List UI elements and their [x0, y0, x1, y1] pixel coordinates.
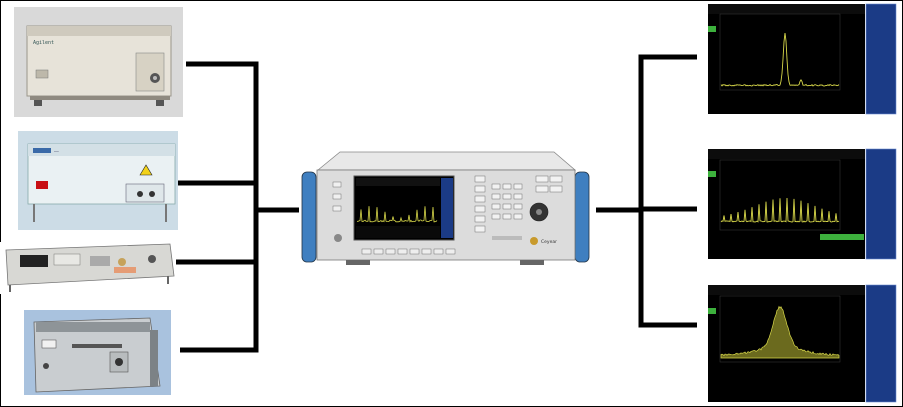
right-handle [575, 172, 589, 262]
source-instrument-1: Agilent [14, 7, 183, 117]
left-bus-outer [180, 64, 256, 350]
screen-1 [708, 4, 896, 114]
left-handle [302, 172, 316, 262]
analyzer-logo-icon [530, 237, 538, 245]
right-bus-lines [596, 57, 697, 325]
source-instrument-4 [24, 310, 171, 395]
analyzer-brand: Ceyear [541, 239, 557, 245]
left-bus-lines [175, 64, 299, 350]
screen-2 [708, 149, 896, 259]
spectrum-analyzer: Ceyear [302, 152, 589, 265]
source-instrument-3 [0, 242, 176, 294]
screen-3 [708, 285, 896, 402]
source-instrument-2: —— [18, 131, 178, 230]
svg-text:Agilent: Agilent [33, 40, 54, 46]
analyzer-softkeys [441, 178, 453, 238]
right-bus-outer [641, 57, 697, 325]
svg-text:——: —— [54, 149, 59, 154]
